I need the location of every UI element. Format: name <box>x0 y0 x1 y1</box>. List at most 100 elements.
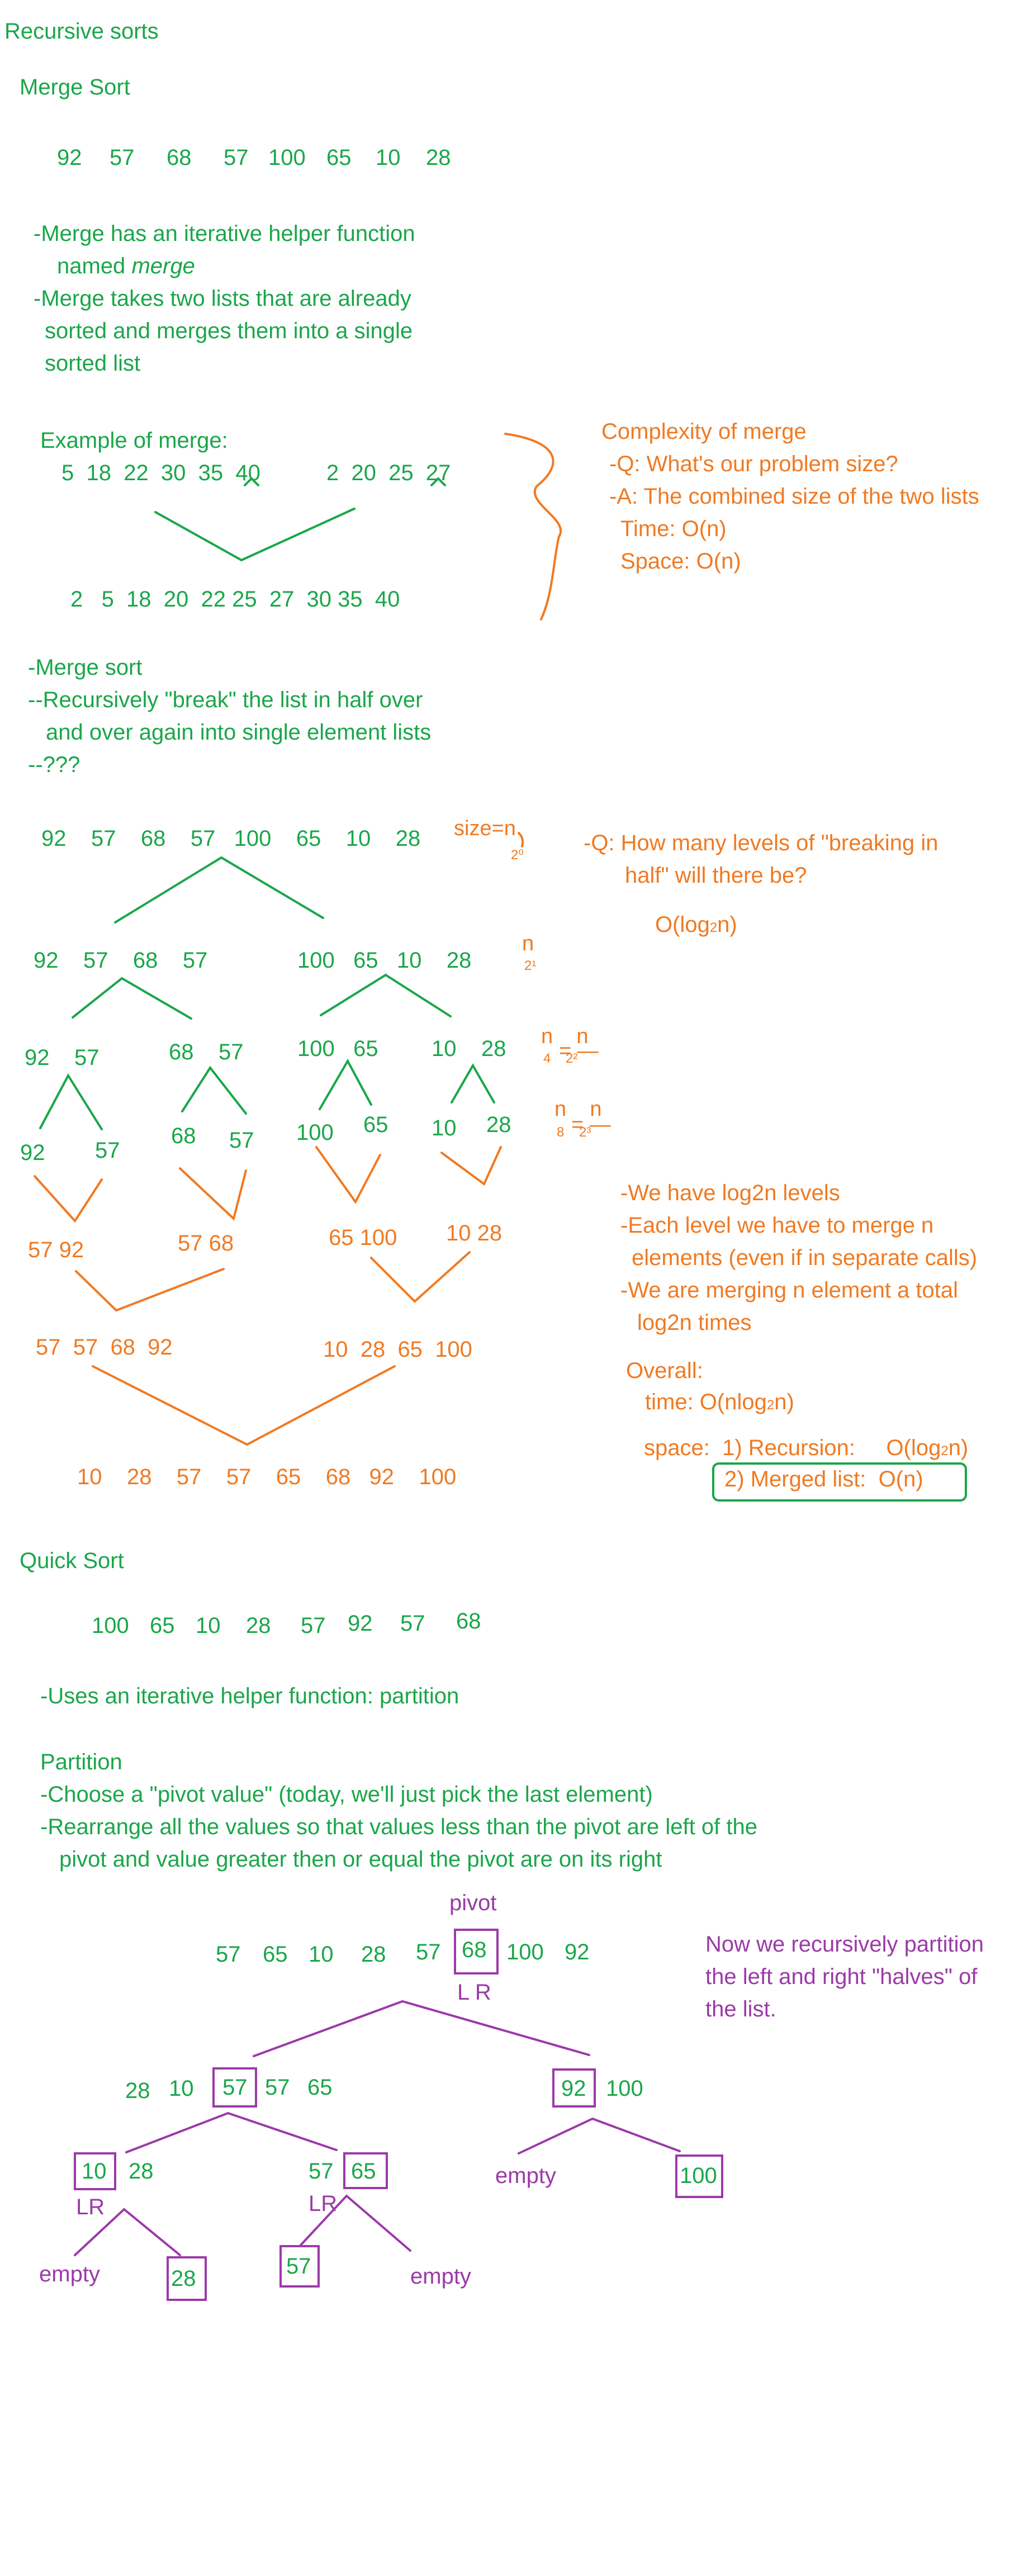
tree-level0: 92 57 68 57 100 65 10 28 <box>41 826 421 851</box>
sort-note: and over again into single element lists <box>46 720 432 745</box>
pivot-box <box>552 2068 596 2108</box>
note-line: named merge <box>57 253 195 280</box>
n4-denominators: 4 2² <box>543 1051 578 1066</box>
complexity-line: Space: O(n) <box>620 549 741 574</box>
merge-lines <box>179 1167 247 1221</box>
empty-label: empty <box>495 2163 556 2188</box>
pointer-caret <box>244 477 259 486</box>
partition-lines <box>125 2111 338 2153</box>
merged-quad: 57 57 68 92 <box>36 1335 173 1360</box>
pivot-value: 92 <box>561 2076 586 2101</box>
brace <box>504 433 562 621</box>
array-value: 92 <box>57 145 82 170</box>
array-value: 65 <box>326 145 352 170</box>
tree-leaf: 57 <box>95 1138 120 1163</box>
merge-lines <box>75 1268 225 1312</box>
pivot-box <box>675 2154 723 2198</box>
pivot-box <box>343 2152 388 2189</box>
levels-question: half" will there be? <box>625 863 807 888</box>
analysis-line: log2n times <box>637 1310 752 1335</box>
time-sub: 2 <box>766 1398 775 1413</box>
tree-leaf: 92 <box>20 1140 45 1165</box>
partition-note: -Choose a "pivot value" (today, we'll ju… <box>40 1782 653 1807</box>
recurse-note: the left and right "halves" of <box>705 1964 978 1989</box>
split-lines <box>72 977 192 1020</box>
array-value: 100 <box>92 1613 129 1638</box>
answer-sub: 2 <box>709 920 718 935</box>
levels-question: -Q: How many levels of "breaking in <box>584 831 938 855</box>
size-denominator: 2⁰ <box>511 847 524 863</box>
partition-lines <box>253 2000 590 2057</box>
sort-note: --Recursively "break" the list in half o… <box>28 688 423 712</box>
overall-space: space: 1) Recursion: O(log2n) <box>644 1434 968 1461</box>
analysis-line: elements (even if in separate calls) <box>632 1246 978 1270</box>
merge-lines <box>34 1175 103 1223</box>
quick-sort-heading: Quick Sort <box>20 1549 124 1573</box>
time-end: n) <box>774 1390 794 1414</box>
space-end: n) <box>948 1436 969 1460</box>
merged-pair: 57 92 <box>28 1238 84 1262</box>
leaf-value: 57 <box>286 2254 311 2279</box>
partition-lines <box>74 2208 181 2256</box>
pivot-box <box>212 2067 257 2108</box>
analysis-line: -We are merging n element a total <box>620 1278 959 1303</box>
n-annotation: n <box>522 932 534 955</box>
tree-level2: 68 57 <box>169 1040 244 1064</box>
split-lines <box>451 1063 495 1104</box>
partition-note: -Rearrange all the values so that values… <box>40 1815 757 1839</box>
split-lines <box>181 1066 247 1115</box>
merged-final: 10 28 57 57 65 68 92 100 <box>77 1465 457 1489</box>
analysis-line: -We have log2n levels <box>620 1181 840 1205</box>
n8-denominators: 8 2³ <box>557 1125 591 1140</box>
partition-value: 57 <box>416 1940 441 1964</box>
answer-end: n) <box>717 912 737 937</box>
split-lines <box>39 1073 103 1130</box>
array-value: 68 <box>456 1609 481 1633</box>
partition-value: 100 <box>506 1940 544 1964</box>
partition-value: 65 <box>307 2075 333 2100</box>
analysis-line: -Each level we have to merge n <box>620 1213 934 1238</box>
array-value: 92 <box>348 1611 373 1636</box>
merged-pair: 65 100 <box>329 1225 397 1250</box>
pivot-value: 10 <box>82 2159 107 2184</box>
merged-pair: 10 28 <box>446 1221 502 1246</box>
pivot-box <box>167 2256 207 2301</box>
tree-level1-left: 92 57 68 57 <box>34 948 208 973</box>
note-text: named <box>57 254 126 278</box>
merged-list-space: 2) Merged list: O(n) <box>724 1467 923 1491</box>
pivot-value: 57 <box>222 2075 248 2100</box>
n8-annotation: n n <box>554 1097 602 1121</box>
tree-level2: 100 65 <box>297 1036 378 1061</box>
complexity-line: -A: The combined size of the two lists <box>609 484 979 509</box>
pivot-label: pivot <box>449 1891 497 1915</box>
tree-level2: 10 28 <box>432 1036 506 1061</box>
array-value: 10 <box>376 145 401 170</box>
n8-equals: = — <box>571 1113 611 1137</box>
n4-annotation: n n <box>541 1025 589 1048</box>
tree-leaf: 10 <box>432 1116 457 1140</box>
partition-value: 57 <box>265 2075 290 2100</box>
partition-value: 10 <box>309 1942 334 1967</box>
merge-lines <box>315 1146 381 1204</box>
merge-function-name: merge <box>131 254 195 278</box>
example-title: Example of merge: <box>40 428 228 453</box>
recurse-note: the list. <box>705 1997 776 2021</box>
array-value: 10 <box>196 1613 221 1638</box>
complexity-line: Complexity of merge <box>601 419 807 444</box>
answer-text: O(log <box>655 912 710 937</box>
note-line: -Merge has an iterative helper function <box>34 221 415 246</box>
array-value: 28 <box>426 145 451 170</box>
n4-equals: = — <box>559 1039 599 1063</box>
pointer-caret <box>430 477 446 486</box>
partition-value: 57 <box>216 1942 241 1967</box>
merge-lines <box>370 1251 471 1303</box>
array-value: 57 <box>301 1613 326 1638</box>
sort-note: -Merge sort <box>28 655 143 680</box>
array-value: 57 <box>224 145 249 170</box>
split-lines <box>114 856 324 924</box>
levels-answer: O(log2n) <box>655 911 737 938</box>
n-denominator: 2¹ <box>524 958 537 973</box>
partition-value: 10 <box>169 2076 194 2101</box>
overall-time: time: O(nlog2n) <box>645 1389 794 1415</box>
